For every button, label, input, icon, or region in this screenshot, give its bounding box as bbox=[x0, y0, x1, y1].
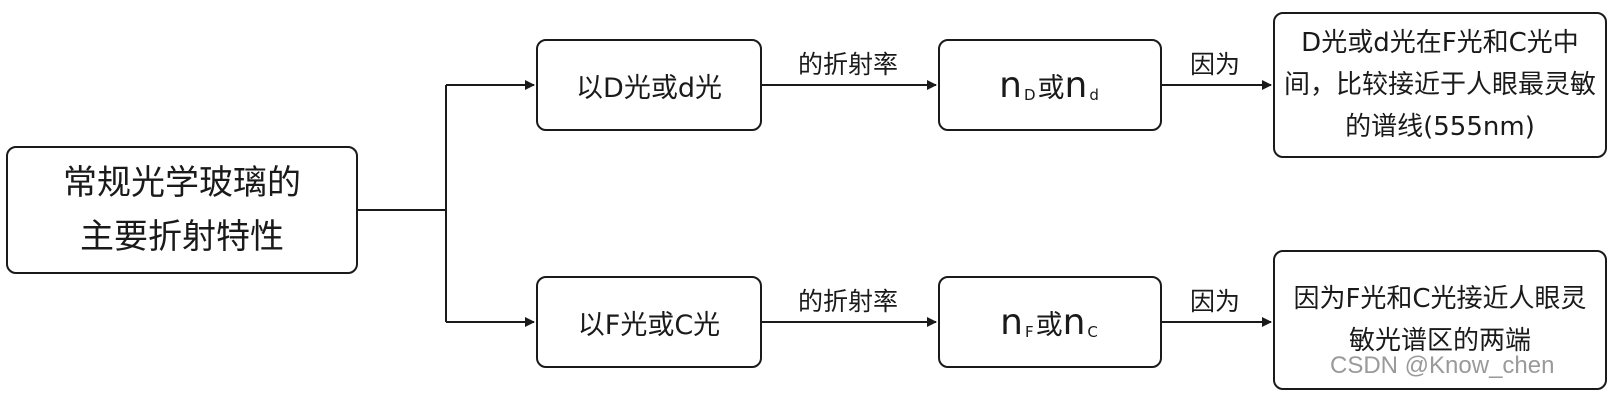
edge-label-refractive-index-2: 的折射率 bbox=[798, 287, 899, 316]
method-label-2: 以F光或C光 bbox=[577, 309, 721, 341]
root-title-line-2: 主要折射特性 bbox=[80, 217, 284, 257]
method-label-1: 以D光或d光 bbox=[576, 72, 722, 104]
edge-label-refractive-index-1: 的折射率 bbox=[798, 50, 899, 79]
root-title-line-1: 常规光学玻璃的 bbox=[63, 163, 301, 203]
edge-label-because-2: 因为 bbox=[1190, 287, 1241, 316]
edge-label-because-1: 因为 bbox=[1190, 50, 1241, 79]
reason-node-1: D光或d光在F光和C光中间，比较接近于人眼最灵敏的谱线(555nm) bbox=[1273, 12, 1607, 158]
method-node-1: 以D光或d光 bbox=[536, 39, 762, 131]
watermark: CSDN @Know_chen bbox=[1330, 352, 1555, 379]
reason-text-2: 因为F光和C光接近人眼灵敏光谱区的两端 bbox=[1293, 284, 1587, 356]
reason-node-2: 因为F光和C光接近人眼灵敏光谱区的两端 bbox=[1273, 250, 1607, 390]
method-node-2: 以F光或C光 bbox=[536, 276, 762, 368]
reason-text-1: D光或d光在F光和C光中间，比较接近于人眼最灵敏的谱线(555nm) bbox=[1283, 28, 1596, 142]
root-node: 常规光学玻璃的 主要折射特性 bbox=[6, 146, 358, 274]
